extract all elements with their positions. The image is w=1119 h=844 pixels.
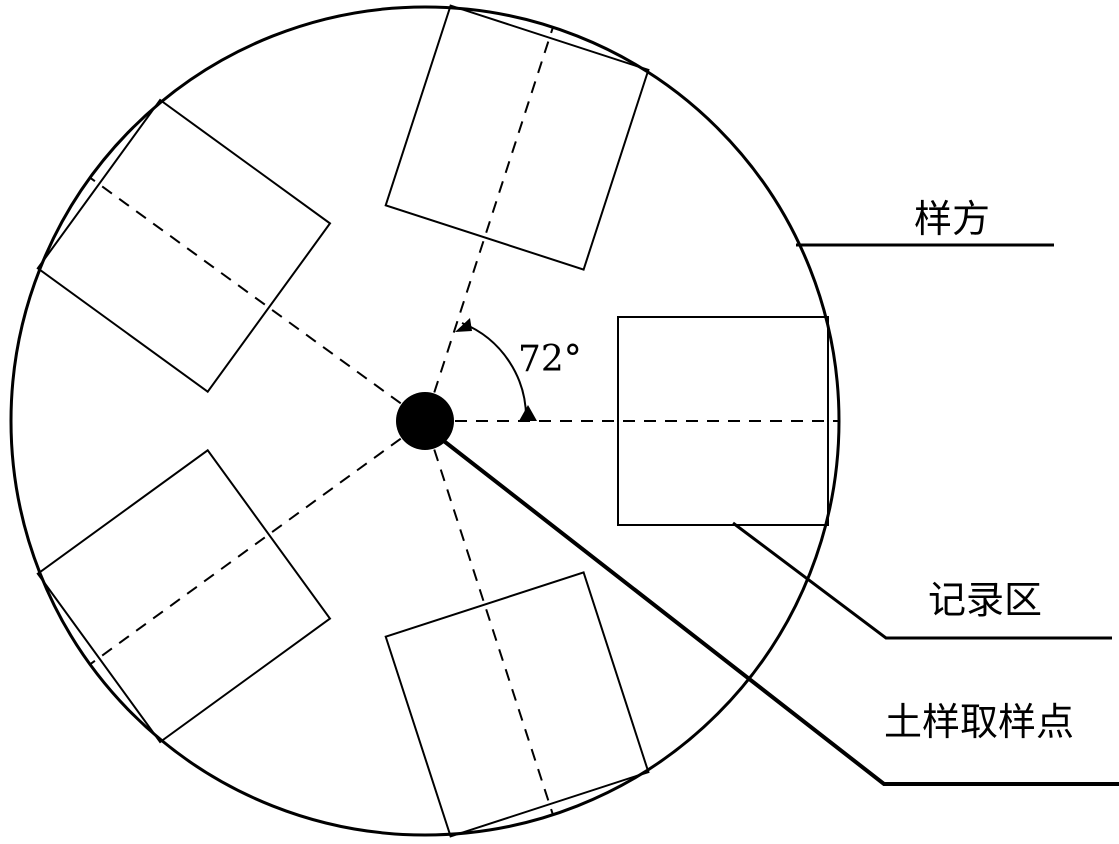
quadrat-square	[384, 4, 650, 271]
soil-sampling-point-label: 土样取样点	[884, 700, 1074, 744]
soil-sampling-point-marker	[396, 392, 454, 450]
sampling-point-leader-line	[438, 436, 1119, 786]
quadrat-square	[36, 448, 332, 744]
quadrat-group	[36, 4, 829, 838]
radial-axis-line	[433, 26, 554, 393]
radial-axis-line	[433, 449, 554, 816]
angle-label: 72°	[518, 339, 582, 380]
angle-arrow-right	[519, 405, 537, 421]
record-area-label: 记录区	[928, 578, 1042, 622]
quadrat-label: 样方	[914, 197, 990, 241]
radial-axis-line	[89, 176, 402, 405]
quadrat-square	[384, 571, 650, 838]
angle-arc	[461, 322, 528, 422]
quadrat-square	[36, 98, 332, 394]
record-area-leader-line	[732, 521, 1112, 640]
record-area-quadrat	[617, 316, 829, 526]
angle-arrow-upper	[455, 318, 472, 332]
radial-axes	[89, 26, 839, 816]
radial-axis-line	[89, 437, 402, 666]
